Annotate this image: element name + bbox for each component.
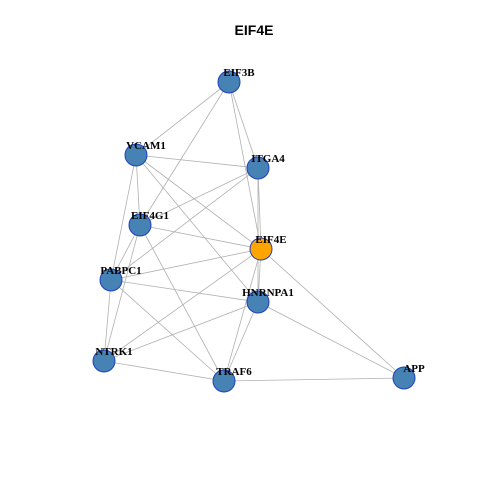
edge-eif3b-itga4	[228, 81, 259, 169]
edge-pabpc1-hnrnpa1	[110, 279, 259, 303]
node-label-vcam1: VCAM1	[126, 140, 166, 152]
node-hnrnpa1	[246, 290, 270, 314]
node-ntrk1	[92, 349, 116, 373]
edge-pabpc1-traf6	[110, 279, 225, 382]
node-layer	[92, 70, 416, 393]
node-traf6	[212, 369, 236, 393]
edge-vcam1-eif4g1	[135, 154, 141, 226]
node-label-hnrnpa1: HNRNPA1	[242, 287, 294, 299]
node-label-eif4g1: EIF4G1	[131, 210, 169, 222]
edge-vcam1-itga4	[135, 154, 259, 169]
edge-vcam1-hnrnpa1	[135, 154, 259, 303]
edge-itga4-eif4e	[257, 167, 262, 250]
node-eif3b	[217, 70, 241, 94]
edge-vcam1-pabpc1	[110, 154, 137, 281]
edge-eif4e-app	[260, 248, 405, 379]
edge-itga4-eif4g1	[139, 167, 259, 226]
edge-eif4e-pabpc1	[110, 248, 262, 281]
edge-itga4-pabpc1	[110, 167, 259, 281]
node-label-itga4: ITGA4	[251, 153, 285, 165]
node-label-eif4e: EIF4E	[255, 234, 286, 246]
edge-eif4e-traf6	[223, 248, 262, 382]
node-eif4g1	[128, 213, 152, 237]
node-label-eif3b: EIF3B	[223, 67, 255, 79]
node-pabpc1	[99, 268, 123, 292]
edge-eif4g1-ntrk1	[103, 224, 141, 362]
node-label-traf6: TRAF6	[216, 366, 252, 378]
edge-ntrk1-traf6	[103, 360, 225, 382]
edge-eif4g1-traf6	[139, 224, 225, 382]
edge-eif4g1-eif4e	[139, 224, 262, 250]
edge-hnrnpa1-app	[257, 301, 405, 379]
edge-eif3b-eif4g1	[139, 81, 230, 226]
edge-eif4e-ntrk1	[103, 248, 262, 362]
edge-layer	[103, 81, 405, 382]
edge-hnrnpa1-ntrk1	[103, 301, 259, 362]
node-app	[392, 366, 416, 390]
node-label-app: APP	[403, 363, 425, 375]
node-label-pabpc1: PABPC1	[100, 265, 141, 277]
node-label-ntrk1: NTRK1	[95, 346, 132, 358]
edge-pabpc1-ntrk1	[103, 279, 112, 362]
edge-vcam1-eif4e	[135, 154, 262, 250]
edge-traf6-app	[223, 377, 405, 382]
node-vcam1	[124, 143, 148, 167]
edge-hnrnpa1-traf6	[223, 301, 259, 382]
node-eif4e	[249, 237, 273, 261]
diagram-title: EIF4E	[235, 22, 274, 38]
edge-eif3b-vcam1	[135, 81, 230, 156]
node-itga4	[246, 156, 270, 180]
edge-eif3b-eif4e	[228, 81, 262, 250]
